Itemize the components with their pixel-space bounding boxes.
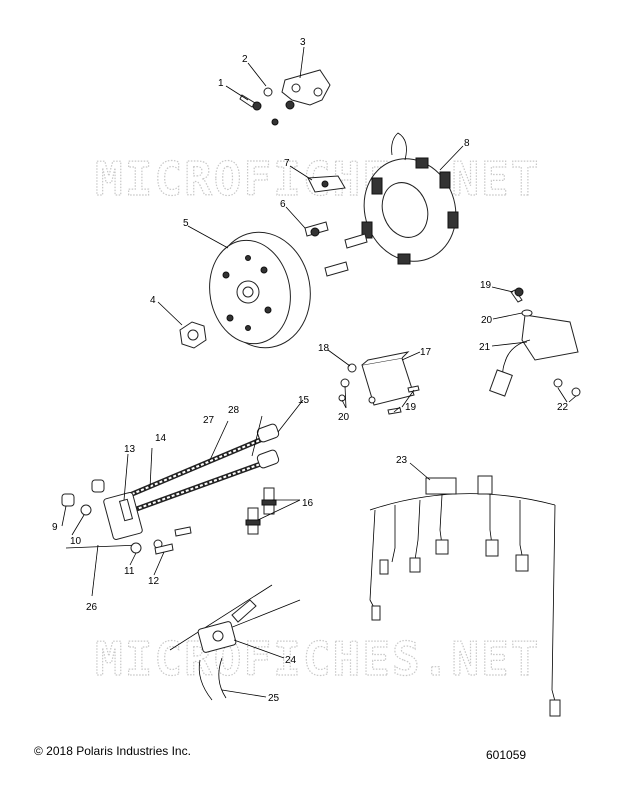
clamp-part-25 <box>198 657 227 701</box>
bolt-part-12 <box>154 526 192 555</box>
callout-26: 26 <box>86 602 98 613</box>
callout-9: 9 <box>52 522 58 533</box>
callout-22: 22 <box>557 402 569 413</box>
callout-16: 16 <box>302 498 314 509</box>
callout-17: 17 <box>420 347 432 358</box>
ignition-coil-part-13 <box>103 492 143 540</box>
callout-11: 11 <box>124 566 135 577</box>
wiring-harness-part-23 <box>369 475 561 717</box>
callout-13: 13 <box>124 444 136 455</box>
callout-4: 4 <box>150 295 156 306</box>
plug-caps-part-15 <box>256 423 280 469</box>
screw-part-19-right <box>510 287 524 303</box>
bolts-part-6 <box>304 221 368 277</box>
callout-15: 15 <box>298 395 310 406</box>
ground-wire-part-26 <box>65 544 141 549</box>
callout-25: 25 <box>268 693 280 704</box>
callout-7: 7 <box>284 158 290 169</box>
callout-20-regulator: 20 <box>481 315 493 326</box>
callout-2: 2 <box>242 54 248 65</box>
nut-part-4 <box>179 321 207 349</box>
washers-part-18 <box>338 363 357 402</box>
spark-plugs-part-16 <box>245 487 277 535</box>
callout-27: 27 <box>203 415 215 426</box>
callout-10: 10 <box>70 536 82 547</box>
watermark-bottom: MICROFICHES.NET <box>95 632 540 686</box>
screw-part-1 <box>239 94 262 111</box>
callout-5: 5 <box>183 218 189 229</box>
callout-12: 12 <box>148 576 160 587</box>
callout-21: 21 <box>479 342 491 353</box>
washer-part-2 <box>263 87 279 126</box>
callout-19-regulator: 19 <box>480 280 492 291</box>
leader-lines <box>61 46 577 698</box>
spacers-part-9 <box>61 479 105 507</box>
callout-labels: 1 2 3 4 5 6 7 8 9 10 11 12 13 14 15 16 1… <box>52 37 569 704</box>
callout-3: 3 <box>300 37 306 48</box>
flywheel-part-5 <box>209 231 311 349</box>
washer-part-10 <box>80 504 92 516</box>
callout-6: 6 <box>280 199 286 210</box>
plug-wire-part-14 <box>117 435 266 503</box>
washer-part-20-right <box>521 309 533 317</box>
figure-number: 601059 <box>486 748 527 762</box>
callout-28: 28 <box>228 405 240 416</box>
stator-part-8 <box>361 132 459 265</box>
sensor-part-7 <box>307 175 346 193</box>
callout-1: 1 <box>218 78 224 89</box>
screws-part-19 <box>387 385 420 415</box>
regulator-part-21 <box>489 314 579 397</box>
callout-18: 18 <box>318 343 330 354</box>
callout-23: 23 <box>396 455 408 466</box>
callout-20-cdi: 20 <box>338 412 350 423</box>
callout-8: 8 <box>464 138 470 149</box>
sensor-part-24 <box>169 584 301 653</box>
copyright-text: © 2018 Polaris Industries Inc. <box>34 744 191 758</box>
callout-19-cdi: 19 <box>405 402 417 413</box>
cdi-box-part-17 <box>361 351 415 406</box>
callout-24: 24 <box>285 655 297 666</box>
bracket-part-3 <box>281 69 331 110</box>
callout-14: 14 <box>155 433 167 444</box>
plug-wire-part-27 <box>119 459 267 518</box>
nuts-part-22 <box>553 378 581 397</box>
